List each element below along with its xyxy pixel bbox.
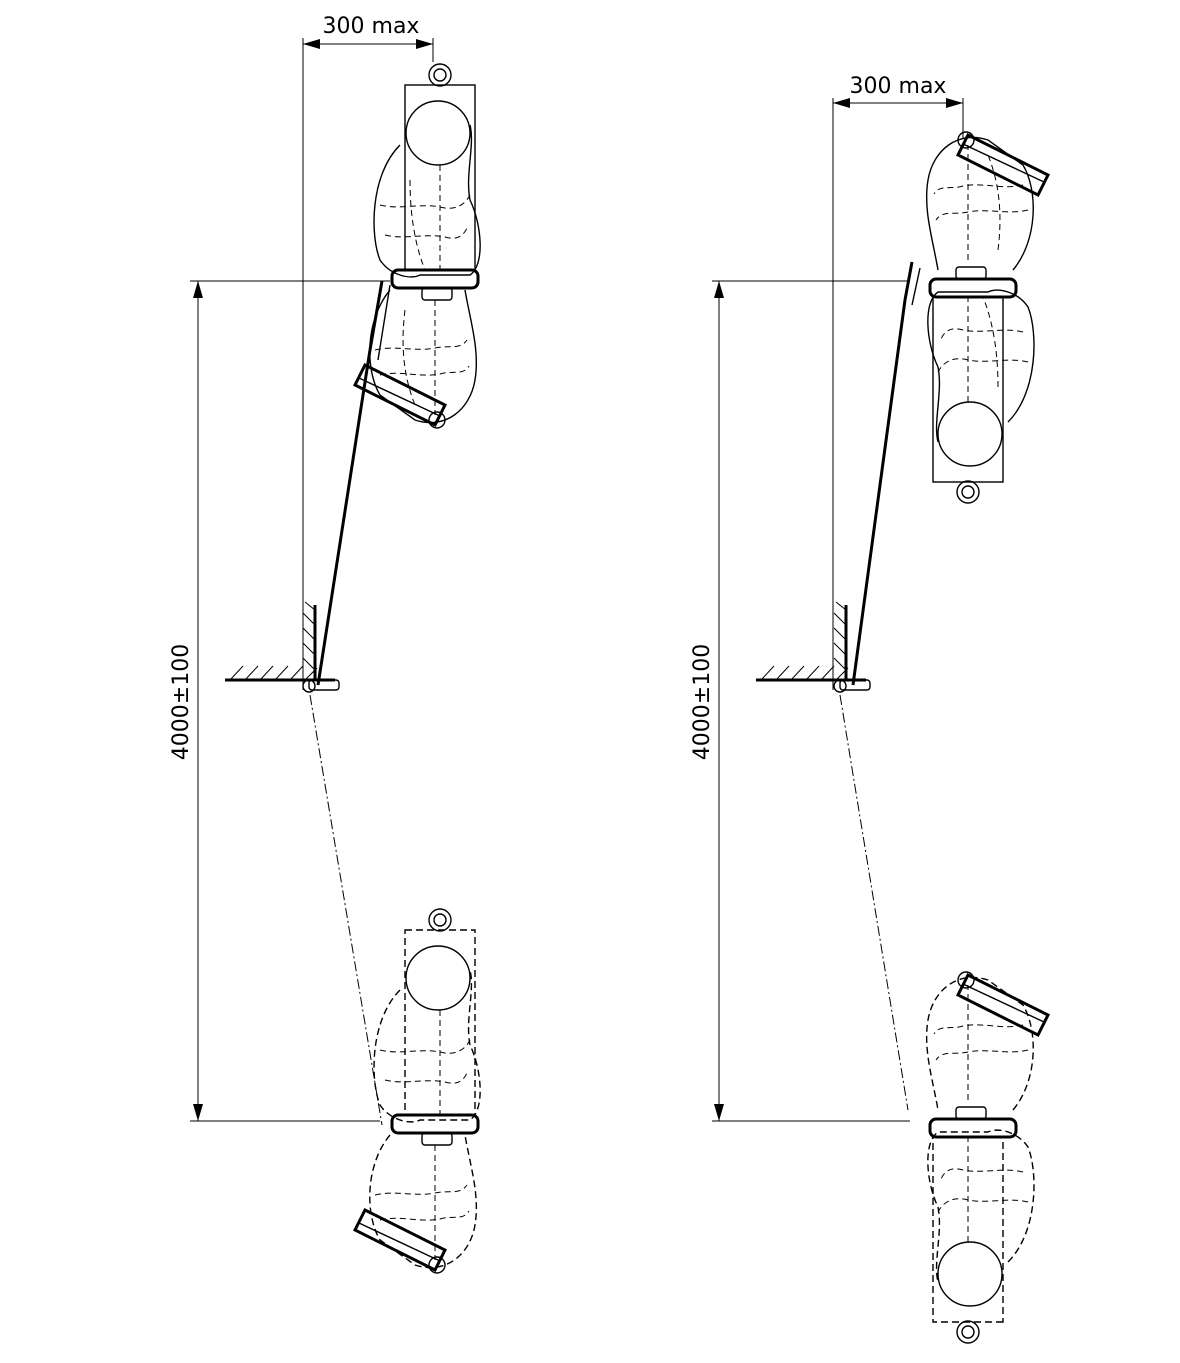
- left-lanyard-solid: [316, 280, 384, 686]
- right-vertical-dimension-label: 4000±100: [690, 644, 715, 760]
- left-dimension-4000: 4000±100: [169, 280, 390, 1122]
- left-horizontal-dimension-label: 300 max: [323, 14, 420, 39]
- left-lower-dummy: [372, 907, 482, 1147]
- left-lower-legs: [353, 1133, 478, 1275]
- left-view: 300 max 4000±100: [169, 14, 482, 1275]
- right-upper-dummy: [926, 265, 1036, 505]
- left-upper-legs: [353, 288, 478, 430]
- right-dimension-4000: 4000±100: [690, 280, 910, 1122]
- right-upper-legs: [925, 130, 1050, 272]
- left-anchor: [223, 600, 341, 694]
- right-lower-dummy: [926, 1105, 1036, 1345]
- right-lower-legs: [925, 970, 1050, 1112]
- left-upper-dummy: [372, 62, 482, 302]
- right-dimension-300: 300 max: [832, 74, 964, 690]
- left-dimension-300: 300 max: [302, 14, 434, 690]
- right-lanyard-solid: [851, 261, 914, 686]
- left-vertical-dimension-label: 4000±100: [169, 644, 194, 760]
- right-lanyard-dashed: [839, 694, 909, 1111]
- right-view: 300 max 4000±100: [690, 74, 1050, 1345]
- left-lanyard-dashed: [309, 694, 383, 1126]
- right-anchor: [754, 600, 872, 694]
- right-horizontal-dimension-label: 300 max: [850, 74, 947, 99]
